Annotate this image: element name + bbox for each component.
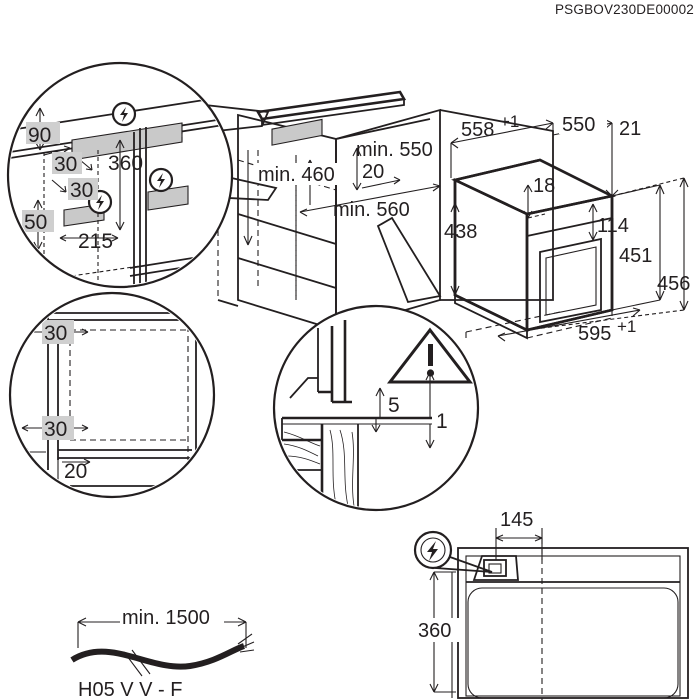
dim-50: 50 — [24, 211, 47, 234]
dim-456: 456 — [657, 273, 690, 295]
dim-30-lower: 30 — [70, 179, 93, 202]
dim-595: 595 — [578, 323, 611, 345]
dim-5: 5 — [388, 394, 400, 417]
dim-360-front: 360 — [418, 620, 451, 642]
power-bolt-icon — [111, 101, 137, 127]
detail-ventilation: 30 30 20 — [8, 291, 216, 499]
cable-type-label: H05 V V - F — [78, 679, 182, 700]
power-cable-view: min. 1500 H05 V V - F — [70, 606, 255, 700]
power-bolt-icon — [148, 167, 174, 193]
dim-20-niche: 20 — [362, 161, 384, 183]
dim-20-vent: 20 — [64, 460, 87, 483]
dim-21: 21 — [619, 118, 641, 140]
dim-90: 90 — [28, 124, 51, 147]
dim-595-tolerance: +1 — [617, 317, 636, 336]
dim-550: 550 — [562, 114, 595, 136]
dim-min-560: min. 560 — [333, 199, 410, 221]
dim-30-upper: 30 — [54, 153, 77, 176]
cabinet-niche-view: min. 460 min. 550 20 min. 560 — [217, 113, 441, 332]
dim-558: 558 — [461, 119, 494, 141]
dim-558-tolerance: +1 — [500, 112, 519, 131]
detail-worktop: 5 1 — [272, 216, 480, 512]
detail-socket-zone: 90 30 360 30 50 215 — [6, 61, 278, 289]
dim-min-1500: min. 1500 — [122, 607, 210, 629]
dim-451: 451 — [619, 245, 652, 267]
appliance-dimensions — [450, 119, 689, 342]
dim-30-bottom: 30 — [44, 418, 67, 441]
dim-438: 438 — [444, 221, 477, 243]
dim-30-top: 30 — [44, 322, 67, 345]
warning-triangle-icon — [386, 327, 474, 384]
dim-1: 1 — [436, 410, 448, 433]
oven-front-view: 145 360 — [413, 509, 689, 700]
dim-215: 215 — [78, 230, 113, 253]
power-bolt-icon — [413, 530, 493, 573]
document-number: PSGBOV230DE00002 — [554, 2, 694, 17]
dim-114: 114 — [597, 215, 629, 237]
dim-145: 145 — [500, 509, 533, 531]
dim-18: 18 — [533, 175, 555, 197]
dim-min-550: min. 550 — [356, 139, 433, 161]
appliance-dimension-labels: 558 +1 550 21 18 438 114 451 456 595 +1 — [444, 112, 690, 345]
dim-360: 360 — [108, 152, 143, 175]
dim-min-460: min. 460 — [258, 164, 335, 186]
